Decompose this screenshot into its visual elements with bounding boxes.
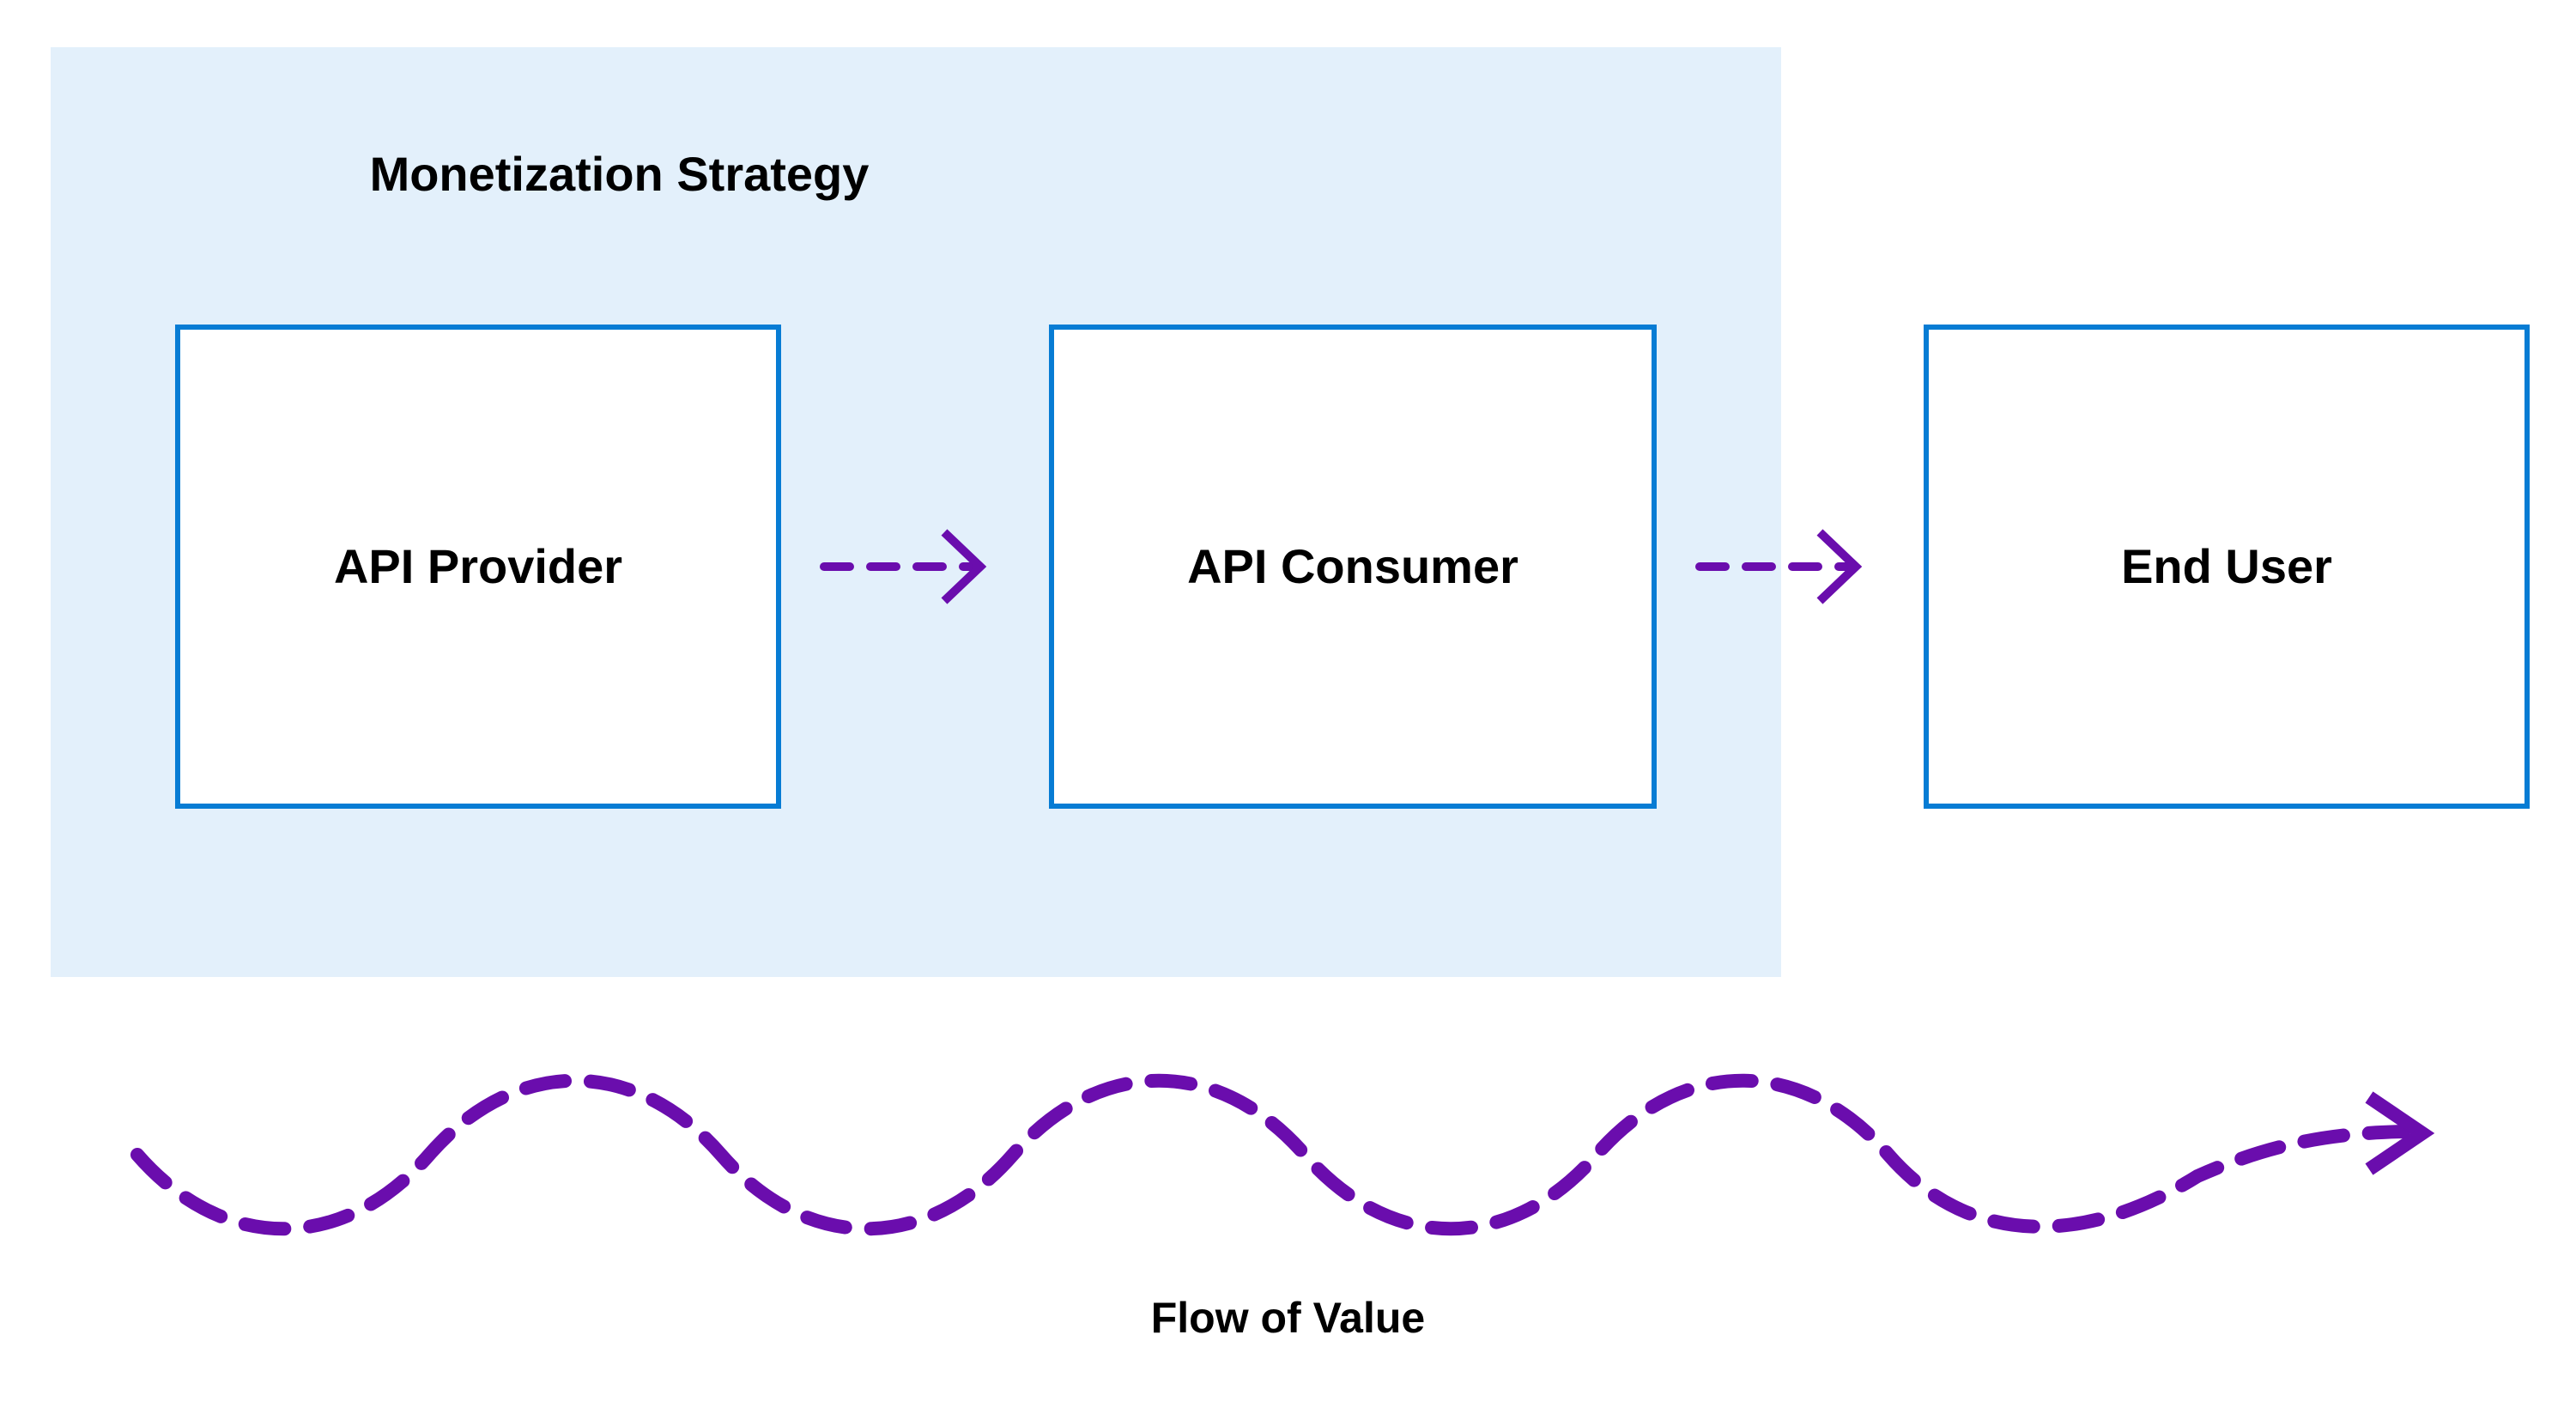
flow-of-value-caption: Flow of Value bbox=[1150, 1294, 1426, 1342]
node-api-provider[interactable]: API Provider bbox=[175, 325, 781, 809]
group-title: Monetization Strategy bbox=[369, 147, 870, 201]
node-api-consumer[interactable]: API Consumer bbox=[1049, 325, 1657, 809]
node-end-user[interactable]: End User bbox=[1924, 325, 2530, 809]
node-api-consumer-label: API Consumer bbox=[1187, 539, 1518, 593]
node-api-provider-label: API Provider bbox=[333, 539, 623, 593]
node-end-user-label: End User bbox=[2121, 539, 2332, 593]
flow-of-value-wave-icon bbox=[130, 1073, 2435, 1236]
